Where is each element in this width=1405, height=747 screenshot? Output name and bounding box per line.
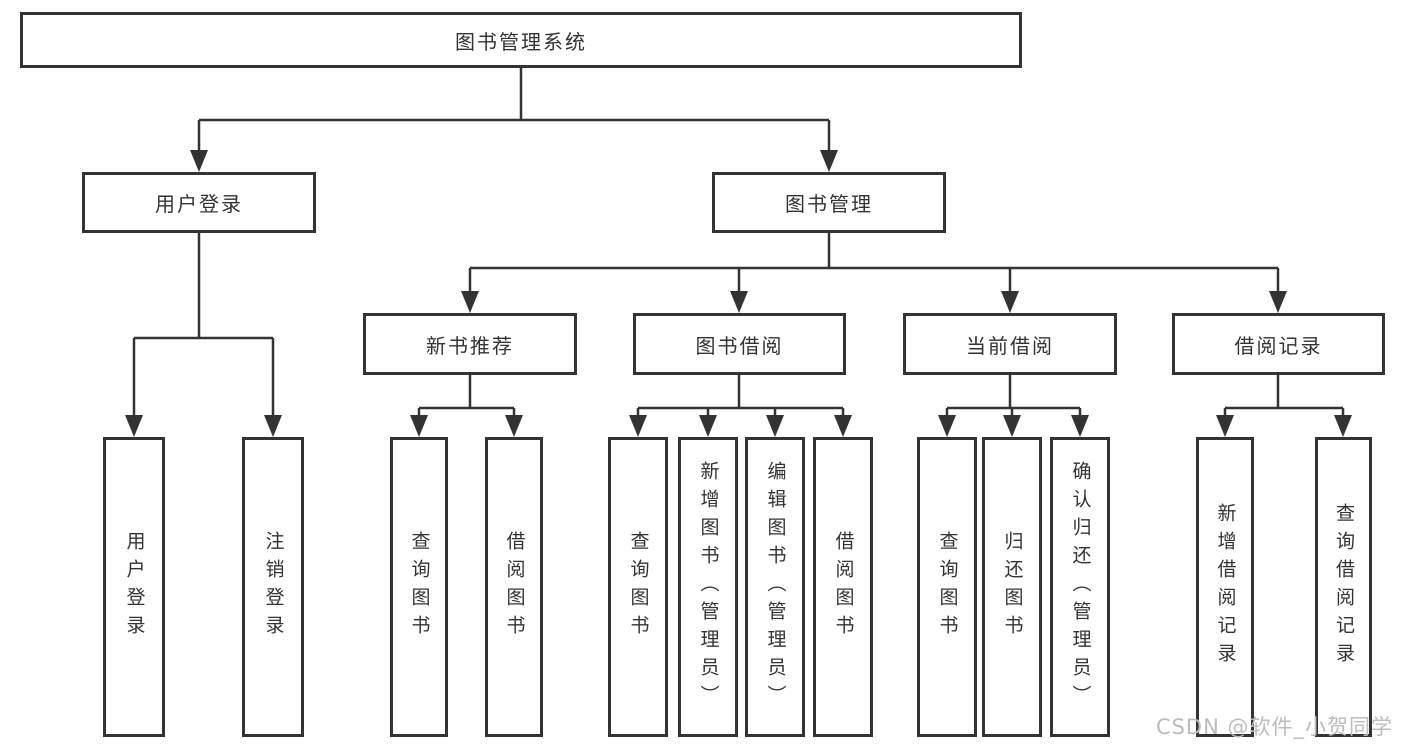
node-current-borrowing: 当前借阅 — [903, 313, 1117, 375]
node-new-book-recommend: 新书推荐 — [363, 313, 577, 375]
leaf-br-add-record: 新增借阅记录 — [1196, 437, 1254, 737]
node-library-management-system: 图书管理系统 — [20, 12, 1022, 68]
leaf-user-login: 用户登录 — [103, 437, 165, 737]
node-borrow-records: 借阅记录 — [1172, 313, 1385, 375]
leaf-nbr-borrow-books: 借阅图书 — [485, 437, 543, 737]
leaf-bb-add-books-admin: 新增图书（管理员） — [678, 437, 738, 737]
leaf-cb-query-books: 查询图书 — [917, 437, 977, 737]
leaf-bb-edit-books-admin: 编辑图书（管理员） — [745, 437, 805, 737]
leaf-cb-confirm-return-admin: 确认归还（管理员） — [1050, 437, 1110, 737]
node-user-login: 用户登录 — [82, 172, 316, 233]
leaf-br-query-record: 查询借阅记录 — [1315, 437, 1372, 737]
node-book-management: 图书管理 — [712, 172, 946, 233]
node-book-borrowing: 图书借阅 — [633, 313, 846, 375]
leaf-bb-borrow-books: 借阅图书 — [813, 437, 873, 737]
leaf-logout: 注销登录 — [242, 437, 304, 737]
leaf-bb-query-books: 查询图书 — [608, 437, 668, 737]
csdn-watermark: CSDN @软件_小贺同学 — [1155, 715, 1393, 739]
leaf-nbr-query-books: 查询图书 — [390, 437, 448, 737]
leaf-cb-return-books: 归还图书 — [982, 437, 1042, 737]
